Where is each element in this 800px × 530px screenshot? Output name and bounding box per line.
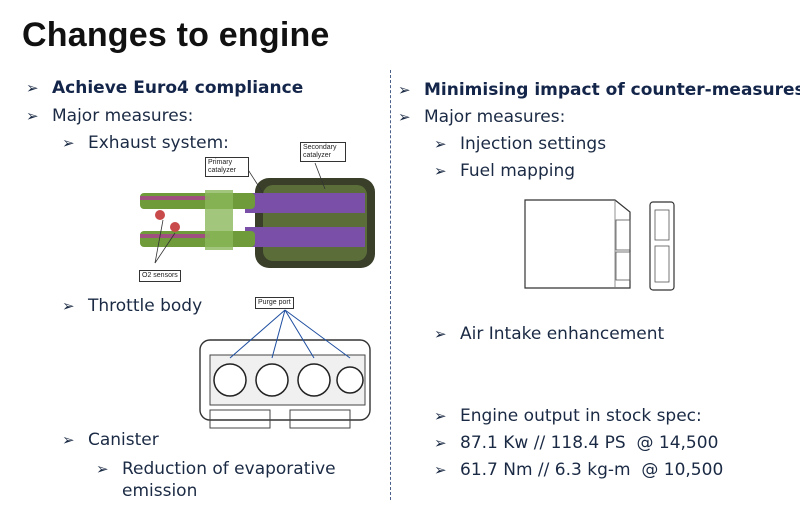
arrow-bullet-icon: ➢ <box>26 79 39 97</box>
exhaust-system-label: Exhaust system: <box>88 133 229 153</box>
exhaust-system-row: ➢ Exhaust system: <box>62 133 229 153</box>
fuel-mapping-row: ➢ Fuel mapping <box>434 161 575 181</box>
throttle-body-label: Throttle body <box>88 296 203 316</box>
arrow-bullet-icon: ➢ <box>434 461 447 479</box>
engine-output-row: ➢ Engine output in stock spec: <box>434 406 702 426</box>
throttle-body-row: ➢ Throttle body <box>62 296 202 316</box>
left-major-measures: Major measures: <box>52 106 194 126</box>
arrow-bullet-icon: ➢ <box>26 107 39 125</box>
right-heading: Minimising impact of counter-measures <box>424 80 800 100</box>
arrow-bullet-icon: ➢ <box>398 81 411 99</box>
arrow-bullet-icon: ➢ <box>62 297 75 315</box>
primary-catalyzer-label: Primary catalyzer <box>205 157 249 177</box>
arrow-bullet-icon: ➢ <box>62 134 75 152</box>
torque-row: ➢ 61.7 Nm // 6.3 kg-m @ 10,500 <box>434 460 723 480</box>
air-intake-label: Air Intake enhancement <box>460 324 665 344</box>
power-row: ➢ 87.1 Kw // 118.4 PS @ 14,500 <box>434 433 718 453</box>
right-major-measures-row: ➢ Major measures: <box>398 107 565 127</box>
arrow-bullet-icon: ➢ <box>434 135 447 153</box>
canister-label: Canister <box>88 430 159 450</box>
left-heading-row: ➢ Achieve Euro4 compliance <box>26 78 303 98</box>
arrow-bullet-icon: ➢ <box>96 460 109 478</box>
page-title: Changes to engine <box>22 16 330 54</box>
purge-port-label: Purge port <box>255 297 294 309</box>
throttle-body-diagram <box>199 309 371 429</box>
right-major-measures: Major measures: <box>424 107 566 127</box>
air-intake-row: ➢ Air Intake enhancement <box>434 324 664 344</box>
reduction-line-1: Reduction of evaporative <box>122 459 336 479</box>
ecu-unit-diagram <box>524 199 675 291</box>
injection-settings-row: ➢ Injection settings <box>434 134 606 154</box>
arrow-bullet-icon: ➢ <box>62 431 75 449</box>
torque-spec: 61.7 Nm // 6.3 kg-m @ 10,500 <box>460 460 724 480</box>
arrow-bullet-icon: ➢ <box>434 434 447 452</box>
arrow-bullet-icon: ➢ <box>434 325 447 343</box>
arrow-bullet-icon: ➢ <box>434 162 447 180</box>
left-major-measures-row: ➢ Major measures: <box>26 106 193 126</box>
secondary-catalyzer-label: Secondary catalyzer <box>300 142 346 162</box>
o2-sensors-label: O2 sensors <box>139 270 181 282</box>
power-spec: 87.1 Kw // 118.4 PS @ 14,500 <box>460 433 719 453</box>
canister-row: ➢ Canister <box>62 430 159 450</box>
column-divider <box>390 70 391 500</box>
fuel-mapping-label: Fuel mapping <box>460 161 576 181</box>
injection-settings-label: Injection settings <box>460 134 607 154</box>
arrow-bullet-icon: ➢ <box>434 407 447 425</box>
exhaust-system-diagram <box>140 162 375 268</box>
arrow-bullet-icon: ➢ <box>398 108 411 126</box>
left-heading: Achieve Euro4 compliance <box>52 78 304 98</box>
reduction-line-2: emission <box>122 481 198 501</box>
right-heading-row: ➢ Minimising impact of counter-measures <box>398 80 800 100</box>
reduction-row: ➢ Reduction of evaporative <box>96 459 336 479</box>
engine-output-label: Engine output in stock spec: <box>460 406 702 426</box>
